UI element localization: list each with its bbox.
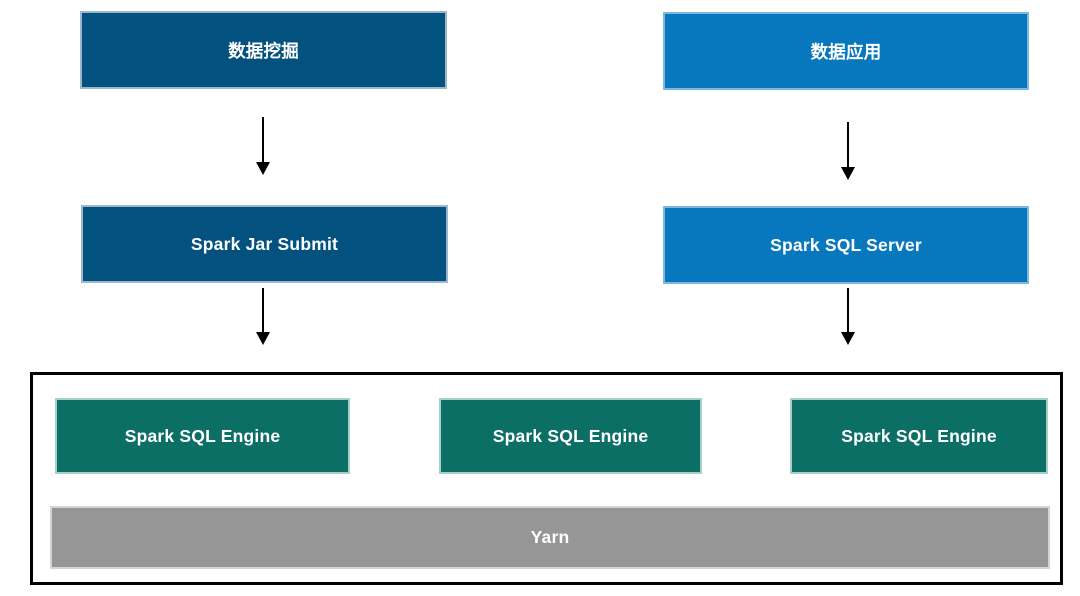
node-spark-sql-engine-1-label: Spark SQL Engine (124, 425, 281, 446)
node-spark-jar-submit-label: Spark Jar Submit (190, 233, 339, 254)
node-spark-sql-engine-3-label: Spark SQL Engine (841, 425, 997, 446)
node-yarn-label: Yarn (530, 527, 570, 547)
node-spark-sql-engine-1: Spark SQL Engine (55, 398, 350, 474)
arrow-shaft (847, 122, 849, 167)
arrow-head (841, 332, 855, 345)
arrow-shaft (262, 288, 264, 332)
node-spark-sql-engine-3: Spark SQL Engine (790, 398, 1048, 474)
arrow-head (256, 162, 270, 175)
node-yarn: Yarn (50, 506, 1050, 569)
down-arrow-icon (256, 117, 270, 175)
arrow-shaft (847, 288, 849, 332)
down-arrow-icon (841, 288, 855, 345)
arrow-shaft (262, 117, 264, 162)
node-spark-sql-server: Spark SQL Server (663, 206, 1029, 284)
node-spark-jar-submit: Spark Jar Submit (81, 205, 448, 283)
node-data-application: 数据应用 (663, 12, 1029, 90)
node-data-mining-label: 数据挖掘 (228, 40, 299, 61)
arrow-head (256, 332, 270, 345)
node-data-mining: 数据挖掘 (80, 11, 447, 89)
arrow-head (841, 167, 855, 180)
node-spark-sql-engine-2-label: Spark SQL Engine (492, 425, 649, 446)
node-data-application-label: 数据应用 (810, 41, 882, 62)
node-spark-sql-server-label: Spark SQL Server (770, 234, 922, 255)
down-arrow-icon (841, 122, 855, 180)
node-spark-sql-engine-2: Spark SQL Engine (439, 398, 702, 474)
down-arrow-icon (256, 288, 270, 345)
